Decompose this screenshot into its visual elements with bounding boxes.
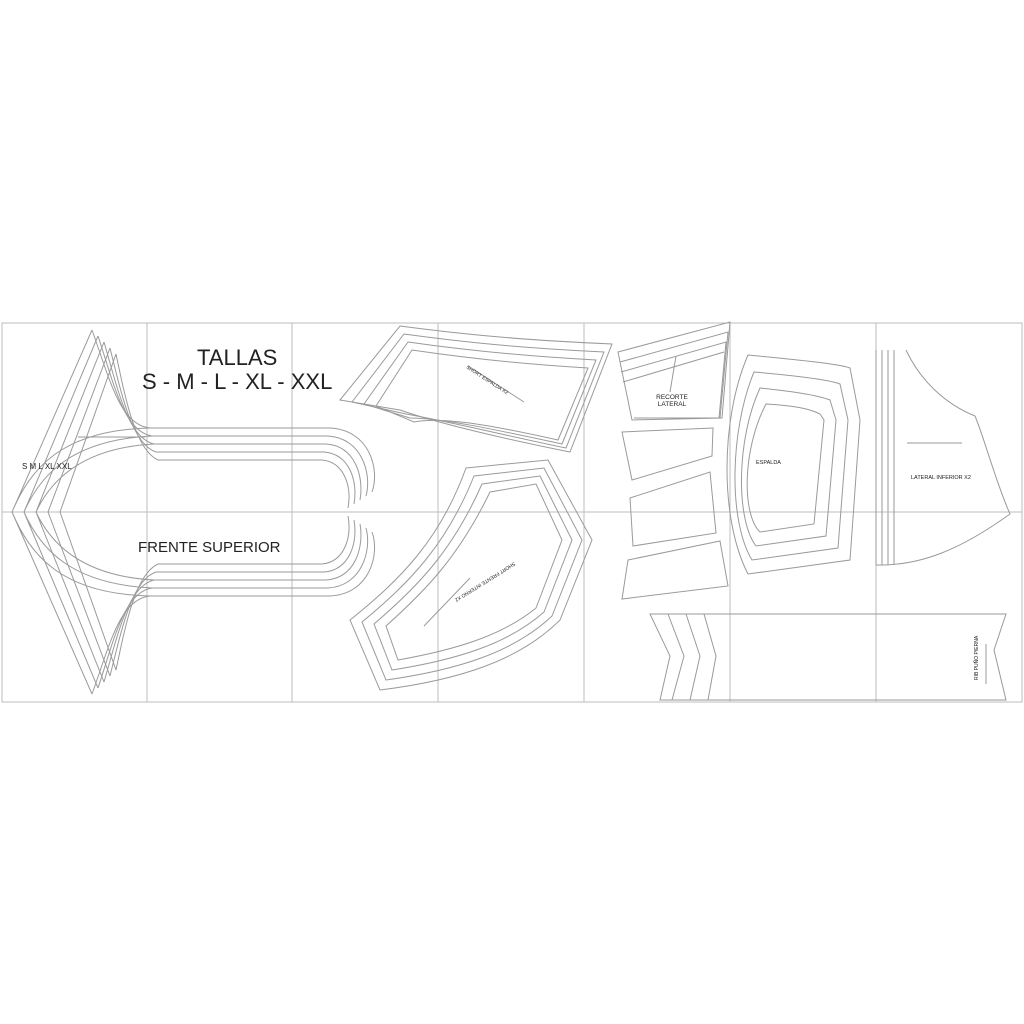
label-rib-puno-pierna: RIB PUÑO PIERNA [973,635,980,680]
size-legend: S M L XL XXL [22,462,72,471]
label-short-frente-interno: SHORT FRENTE INTERNO X2 [453,560,516,602]
piece-espalda [726,354,861,575]
label-lateral: LATERAL [658,401,687,408]
piece-frente-superior [11,329,376,695]
sizes-list: S - M - L - XL - XXL [142,369,332,394]
piece-recorte-lateral [617,321,731,600]
piece-rib-puno-pierna [649,613,1007,701]
label-frente-superior: FRENTE SUPERIOR [138,539,281,556]
label-short-espalda: SHORT ESPALDA X2 [465,365,509,397]
label-espalda: ESPALDA [756,460,781,466]
tile-grid [1,322,1023,703]
label-recorte: RECORTE [656,394,688,401]
piece-short-espalda [339,325,613,453]
sizes-title: TALLAS [197,345,277,370]
piece-lateral-inferior [875,349,1011,566]
label-lateral-inferior: LATERAL INFERIOR X2 [911,475,971,481]
piece-short-frente-interno [349,459,593,691]
